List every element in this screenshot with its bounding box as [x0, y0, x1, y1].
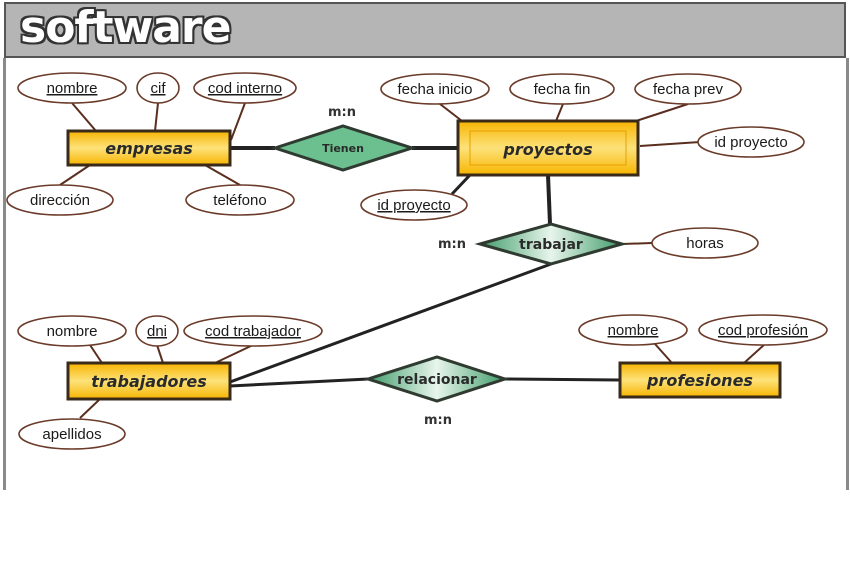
attribute-empresas-telefono[interactable]: teléfono — [185, 184, 295, 216]
attribute-empresas-cod-interno[interactable]: cod interno — [193, 72, 297, 104]
attribute-trabajadores-dni[interactable]: dni — [135, 315, 179, 347]
attribute-label: dni — [147, 323, 167, 340]
line-trabajadores-relacionar — [229, 377, 369, 388]
attribute-oval — [193, 72, 297, 104]
attribute-trabajadores-cod-trabajador[interactable]: cod trabajador — [183, 315, 323, 347]
attribute-label: nombre — [608, 322, 659, 339]
attribute-oval — [18, 418, 126, 450]
entity-label: proyectos — [502, 140, 592, 159]
header-bar: software — [4, 2, 846, 58]
attribute-label: fecha fin — [534, 81, 591, 98]
entity-profesiones[interactable]: profesiones — [618, 361, 782, 399]
attribute-empresas-cif[interactable]: cif — [136, 72, 180, 104]
attribute-oval — [509, 73, 615, 105]
attribute-label: nombre — [47, 80, 98, 97]
attribute-label: cod profesión — [718, 322, 808, 339]
entity-label: profesiones — [646, 371, 753, 390]
connector-empresas-telefono — [204, 164, 241, 186]
connector-empresas-cod-interno — [230, 102, 246, 141]
relationship-relacionar[interactable]: relacionar — [363, 355, 510, 403]
entity-empresas[interactable]: empresas — [66, 129, 232, 167]
frame-left-border — [3, 58, 6, 490]
connector-proyectos-id-left — [450, 173, 472, 196]
attribute-empresas-direccion[interactable]: dirección — [6, 184, 114, 216]
entity-label: trabajadores — [91, 372, 207, 391]
line-relacionar-profesiones — [504, 377, 621, 382]
line-proyectos-trabajar — [546, 174, 552, 225]
attribute-oval — [697, 126, 805, 158]
attribute-oval — [185, 184, 295, 216]
attribute-oval — [135, 315, 179, 347]
attribute-oval — [634, 73, 742, 105]
entity-label: empresas — [105, 139, 193, 158]
diagram-frame: software — [3, 2, 849, 490]
attribute-oval — [183, 315, 323, 347]
attribute-label: nombre — [47, 323, 98, 340]
attribute-proyectos-fecha-inicio[interactable]: fecha inicio — [380, 73, 490, 105]
attribute-label: cod trabajador — [205, 323, 301, 340]
attribute-label: apellidos — [42, 426, 101, 443]
frame-right-border — [846, 58, 849, 490]
connector-trabajadores-apellidos — [79, 398, 101, 419]
attribute-proyectos-fecha-prev[interactable]: fecha prev — [634, 73, 742, 105]
relationship-label: Tienen — [322, 142, 364, 155]
relationship-trabajar[interactable]: trabajar — [474, 222, 628, 266]
entity-proyectos[interactable]: proyectos — [456, 119, 640, 177]
connector-trabajadores-nombre — [89, 344, 103, 364]
attribute-trabajar-horas[interactable]: horas — [651, 227, 759, 259]
entity-trabajadores[interactable]: trabajadores — [66, 361, 232, 401]
connector-empresas-cif — [154, 102, 159, 132]
attribute-proyectos-id-proyecto-right[interactable]: id proyecto — [697, 126, 805, 158]
connector-proyectos-fecha-fin — [555, 103, 564, 122]
attribute-oval — [698, 314, 828, 346]
connection-lines — [229, 146, 621, 388]
cardinality-relacionar: m:n — [424, 413, 452, 428]
attribute-oval — [578, 314, 688, 346]
attribute-label: id proyecto — [377, 197, 450, 214]
relationship-label: relacionar — [397, 372, 477, 388]
attribute-label: horas — [686, 235, 724, 252]
cardinality-tienen: m:n — [328, 105, 356, 120]
line-trabajar-trabajadores — [229, 262, 552, 384]
attribute-label: cod interno — [208, 80, 282, 97]
connector-trabajar-horas — [621, 242, 653, 245]
attribute-oval — [380, 73, 490, 105]
connector-empresas-nombre — [71, 102, 97, 132]
attribute-empresas-nombre[interactable]: nombre — [17, 72, 127, 104]
attribute-label: dirección — [30, 192, 90, 209]
cardinality-trabajar: m:n — [438, 237, 466, 252]
attribute-oval — [17, 72, 127, 104]
attribute-oval — [136, 72, 180, 104]
attribute-trabajadores-nombre[interactable]: nombre — [17, 315, 127, 347]
relationship-label: trabajar — [519, 237, 583, 253]
attribute-profesiones-nombre[interactable]: nombre — [578, 314, 688, 346]
attribute-oval — [651, 227, 759, 259]
connector-trabajadores-cod-trabajador — [214, 344, 254, 364]
attribute-proyectos-id-proyecto-left[interactable]: id proyecto — [360, 189, 468, 221]
attribute-oval — [6, 184, 114, 216]
connector-profesiones-cod — [743, 343, 766, 364]
connector-profesiones-nombre — [654, 343, 673, 364]
attribute-trabajadores-apellidos[interactable]: apellidos — [18, 418, 126, 450]
attributes: nombre cif cod interno dirección teléfono fec… — [6, 72, 828, 450]
attribute-oval — [17, 315, 127, 347]
attribute-label: id proyecto — [714, 134, 787, 151]
attribute-connectors — [59, 102, 766, 419]
attribute-label: teléfono — [213, 192, 266, 209]
relationship-tienen[interactable]: Tienen — [270, 124, 417, 172]
attribute-profesiones-cod-profesion[interactable]: cod profesión — [698, 314, 828, 346]
connector-proyectos-id-right — [639, 141, 701, 147]
connector-proyectos-fecha-inicio — [439, 103, 463, 122]
attribute-proyectos-fecha-fin[interactable]: fecha fin — [509, 73, 615, 105]
connector-empresas-direccion — [59, 164, 91, 186]
attribute-label: cif — [151, 80, 167, 97]
diagram-title: software — [20, 2, 231, 53]
attribute-label: fecha prev — [653, 81, 724, 98]
attribute-oval — [360, 189, 468, 221]
connector-trabajadores-dni — [156, 344, 164, 364]
attribute-label: fecha inicio — [397, 81, 472, 98]
connector-proyectos-fecha-prev — [635, 103, 689, 122]
